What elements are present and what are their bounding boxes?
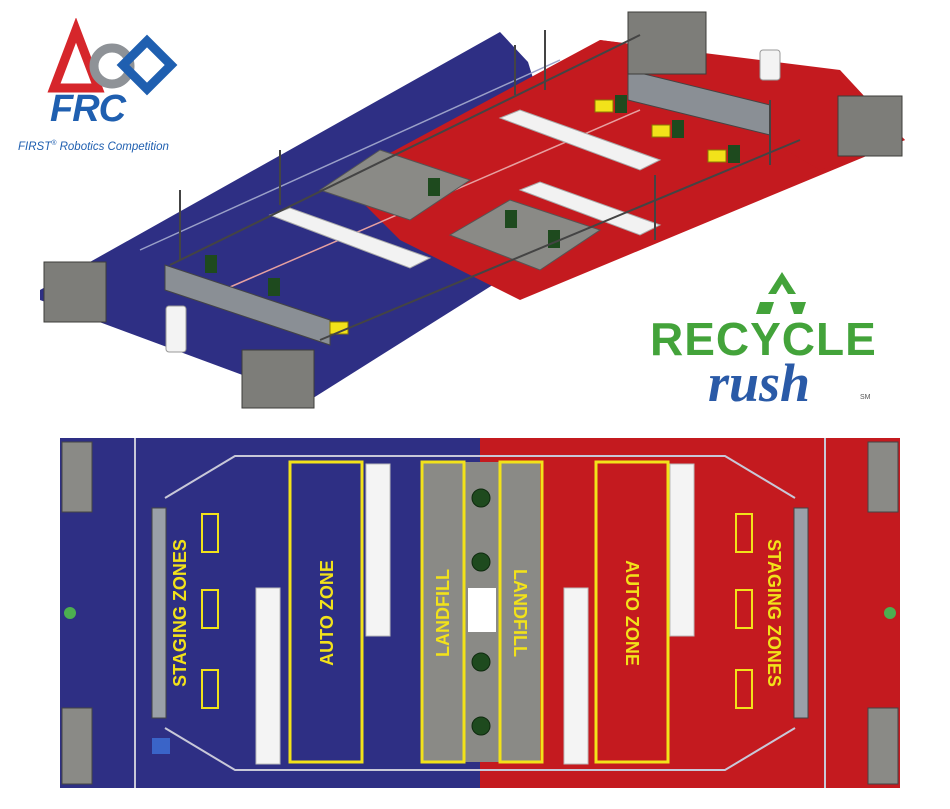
field-frames <box>169 30 801 341</box>
red-auto-label: AUTO ZONE <box>622 560 642 666</box>
recycling-container <box>268 278 280 296</box>
red-scoring-platform <box>793 507 809 719</box>
blue-driver-station <box>164 264 331 346</box>
red-staging-label: STAGING ZONES <box>764 539 784 687</box>
red-field-marker <box>884 607 896 619</box>
frc-full-name: FIRST® Robotics Competition <box>18 140 169 153</box>
recycle-arrows-icon <box>756 272 806 314</box>
field-boundary <box>134 438 826 788</box>
field-map-top-view: STAGING ZONES AUTO ZONE LANDFILL LANDFIL… <box>60 438 900 788</box>
yellow-tote <box>707 149 727 163</box>
service-mark: SM <box>860 394 871 401</box>
blue-landfill <box>420 460 466 764</box>
corner-tote-stack <box>241 349 315 409</box>
recycling-container <box>672 120 684 138</box>
first-shapes-icon <box>47 18 178 96</box>
blue-step <box>365 463 391 637</box>
blue-auto-zone <box>288 460 364 764</box>
frc-first-word: FIRST <box>18 140 52 153</box>
recycling-container <box>505 210 517 228</box>
landfill-totes <box>448 199 602 271</box>
yellow-tote <box>651 124 671 138</box>
frc-logo <box>14 18 204 168</box>
corner-totes <box>867 707 899 785</box>
red-landfill-label: LANDFILL <box>510 569 530 657</box>
corner-tote-stack <box>43 261 107 323</box>
blue-staging-label: STAGING ZONES <box>170 539 190 687</box>
blue-marker <box>152 738 170 754</box>
red-landfill <box>498 460 544 764</box>
step-containers <box>471 488 491 736</box>
blue-staging-boxes <box>201 513 219 709</box>
frc-registered-mark: ® <box>51 140 57 147</box>
corner-tote-stack <box>837 95 903 157</box>
recycling-container <box>728 145 740 163</box>
corner-tote-stack <box>627 11 707 75</box>
corner-totes <box>867 441 899 513</box>
recycle-word: RECYCLE <box>650 313 877 365</box>
scoring-platform <box>498 109 662 171</box>
frc-suffix: Robotics Competition <box>56 140 169 153</box>
litter-bin <box>165 305 187 353</box>
field-line <box>139 59 561 251</box>
landfill-totes <box>318 149 472 221</box>
center-gap <box>468 588 496 632</box>
scoring-platform <box>518 181 662 236</box>
recycling-container <box>205 255 217 273</box>
blue-platform <box>255 587 281 765</box>
red-step <box>669 463 695 637</box>
red-auto-zone <box>594 460 670 764</box>
recycling-container <box>615 95 627 113</box>
rush-word: rush <box>708 353 811 413</box>
blue-scoring-platform <box>151 507 167 719</box>
blue-auto-label: AUTO ZONE <box>317 560 337 666</box>
red-platform <box>563 587 589 765</box>
blue-landfill-label: LANDFILL <box>433 569 453 657</box>
corner-totes <box>61 707 93 785</box>
field-isometric-render <box>40 11 905 409</box>
yellow-tote <box>594 99 614 113</box>
blue-field-marker <box>64 607 76 619</box>
recycling-container <box>428 178 440 196</box>
litter-bin <box>759 49 781 81</box>
corner-totes <box>61 441 93 513</box>
frc-acronym: FRC <box>50 88 126 130</box>
red-staging-boxes <box>735 513 753 709</box>
